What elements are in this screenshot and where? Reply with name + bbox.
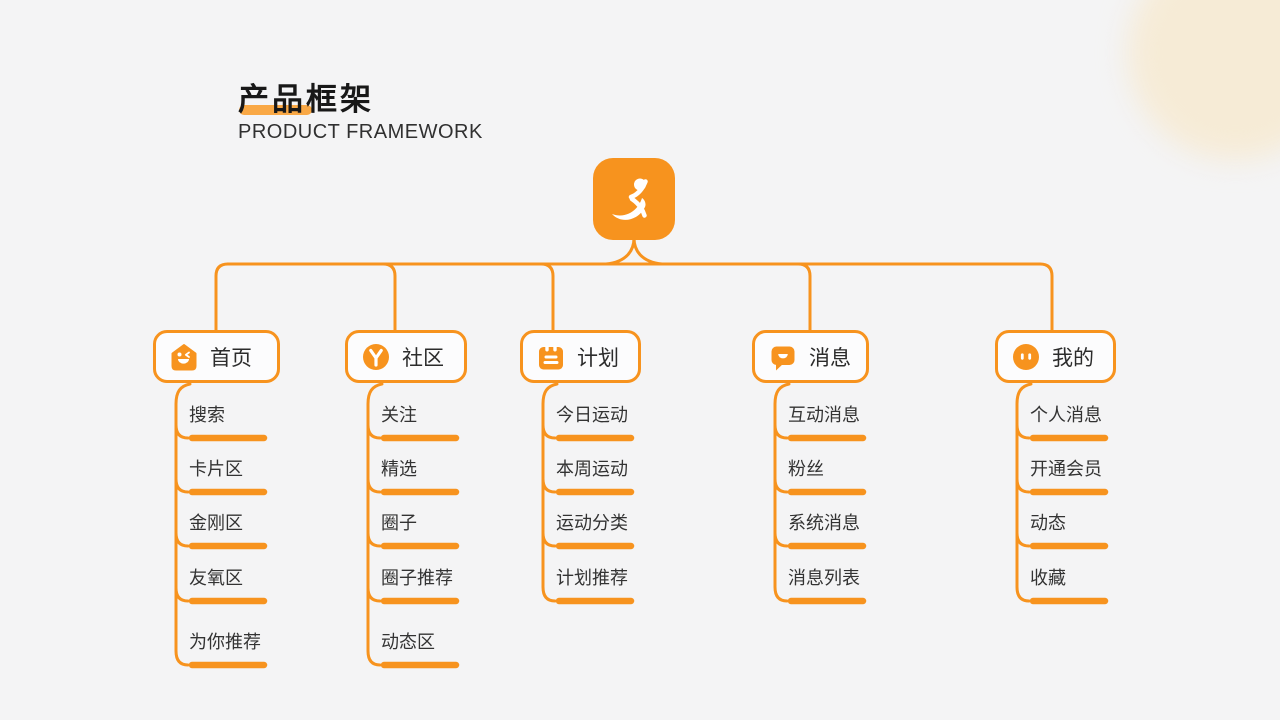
list-item: 运动分类 (556, 513, 628, 533)
home-face-icon (169, 342, 199, 372)
branch-node-community: 社区 (345, 330, 467, 383)
list-item: 粉丝 (788, 459, 824, 479)
list-item: 卡片区 (189, 459, 243, 479)
list-item: 搜索 (189, 405, 225, 425)
list-item: 为你推荐 (189, 632, 261, 652)
community-y-icon (361, 342, 391, 372)
list-item: 关注 (381, 405, 417, 425)
list-item: 友氧区 (189, 568, 243, 588)
list-item: 消息列表 (788, 568, 860, 588)
branch-label-mine: 我的 (1052, 346, 1094, 370)
runner-app-logo (593, 158, 675, 240)
page-title: 产品框架 (238, 82, 374, 117)
branch-label-community: 社区 (402, 346, 444, 370)
branch-label-plan: 计划 (577, 346, 619, 370)
list-item: 动态区 (381, 632, 435, 652)
title-highlight-bar (239, 105, 312, 115)
message-bubble-icon (768, 342, 798, 372)
list-item: 开通会员 (1030, 459, 1102, 479)
list-item: 精选 (381, 459, 417, 479)
list-item: 收藏 (1030, 568, 1066, 588)
list-item: 金刚区 (189, 513, 243, 533)
list-item: 个人消息 (1030, 405, 1102, 425)
profile-face-icon (1011, 342, 1041, 372)
branch-node-messages: 消息 (752, 330, 869, 383)
branch-node-mine: 我的 (995, 330, 1116, 383)
runner-icon (612, 178, 648, 220)
branch-node-plan: 计划 (520, 330, 641, 383)
list-item: 圈子 (381, 513, 417, 533)
page-subtitle: PRODUCT FRAMEWORK (238, 121, 483, 143)
plan-calendar-icon (536, 342, 566, 372)
list-item: 动态 (1030, 513, 1066, 533)
branch-node-home: 首页 (153, 330, 280, 383)
list-item: 计划推荐 (556, 568, 628, 588)
list-item: 系统消息 (788, 513, 860, 533)
list-item: 互动消息 (788, 405, 860, 425)
list-item: 今日运动 (556, 405, 628, 425)
list-item: 圈子推荐 (381, 568, 453, 588)
branch-label-messages: 消息 (809, 346, 851, 370)
list-item: 本周运动 (556, 459, 628, 479)
branch-label-home: 首页 (210, 346, 252, 370)
